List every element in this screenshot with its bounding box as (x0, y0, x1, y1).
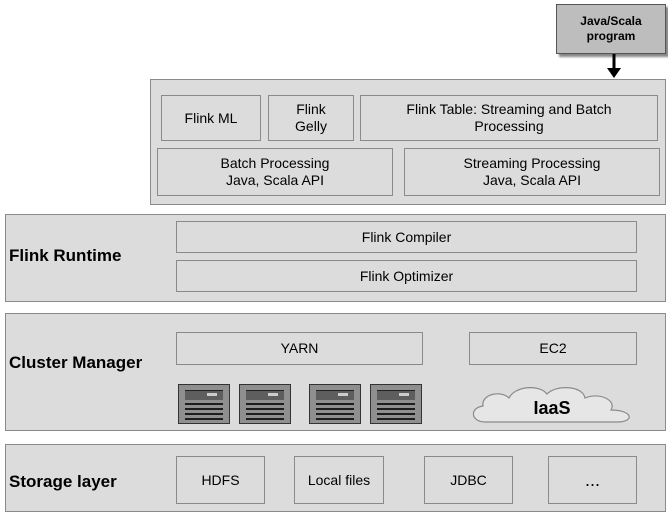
arrow-down-icon (607, 54, 621, 78)
yarn-box: YARN (176, 332, 423, 365)
flink-table-label-line1: Flink Table: Streaming and Batch (406, 101, 612, 117)
yarn-label: YARN (280, 340, 319, 356)
storage-layer-label: Storage layer (9, 472, 117, 491)
streaming-processing-label-line2: Java, Scala API (482, 172, 582, 188)
flink-gelly-label-line1: Flink (296, 101, 326, 117)
batch-processing-label-line1: Batch Processing (220, 155, 330, 171)
cloud-icon (472, 387, 630, 423)
flink-ml-label: Flink ML (184, 109, 238, 126)
flink-gelly-label-line2: Gelly (295, 118, 327, 134)
cluster-manager-label: Cluster Manager (9, 353, 143, 372)
iaas-label: IaaS (533, 398, 571, 418)
program-label-line1: Java/Scala (580, 14, 642, 28)
flink-compiler-box: Flink Compiler (176, 221, 637, 253)
hdfs-label: HDFS (201, 471, 240, 488)
server-rack-icon (239, 384, 291, 424)
flink-table-label-line2: Processing (474, 118, 544, 134)
ec2-label: EC2 (539, 340, 567, 356)
flink-table-box: Flink Table: Streaming and Batch Process… (360, 95, 658, 141)
flink-runtime-label: Flink Runtime (9, 246, 122, 265)
server-rack-icon (178, 384, 230, 424)
batch-processing-label-line2: Java, Scala API (225, 172, 325, 188)
more-storage-label: ... (584, 469, 600, 490)
streaming-processing-box: Streaming Processing Java, Scala API (404, 148, 660, 196)
hdfs-box: HDFS (176, 456, 265, 504)
flink-gelly-box: Flink Gelly (268, 95, 354, 141)
local-files-label: Local files (307, 471, 371, 488)
flink-optimizer-label: Flink Optimizer (359, 267, 454, 284)
flink-compiler-label: Flink Compiler (361, 228, 452, 245)
server-rack-icon (370, 384, 422, 424)
jdbc-label: JDBC (450, 471, 487, 488)
jdbc-box: JDBC (424, 456, 513, 504)
streaming-processing-label-line1: Streaming Processing (463, 155, 601, 171)
flink-optimizer-box: Flink Optimizer (176, 260, 637, 292)
ec2-box: EC2 (469, 332, 637, 365)
java-scala-program-box: Java/Scala program (556, 4, 666, 54)
flink-ml-box: Flink ML (161, 95, 261, 141)
local-files-box: Local files (294, 456, 384, 504)
server-rack-icon (309, 384, 361, 424)
batch-processing-box: Batch Processing Java, Scala API (157, 148, 393, 196)
more-storage-box: ... (548, 456, 637, 504)
program-label-line2: program (586, 29, 636, 43)
